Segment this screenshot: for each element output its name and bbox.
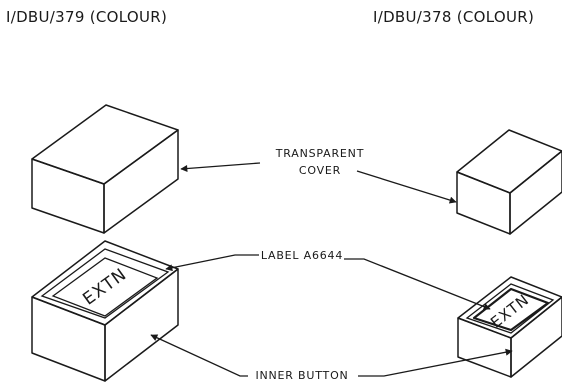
left-part-number: I/DBU/379 (COLOUR) [6, 8, 168, 26]
leader-lines [150, 162, 513, 377]
arrow-to-right-button [358, 348, 513, 377]
inner-button-callout: INNER BUTTON [255, 369, 348, 382]
right-part-number: I/DBU/378 (COLOUR) [373, 8, 535, 26]
right-transparent-cover [456, 129, 562, 235]
right-inner-button [457, 276, 562, 378]
left-inner-button [31, 240, 179, 382]
arrow-to-right-cover [356, 170, 457, 204]
label-a6644-callout: LABEL A6644 [261, 249, 343, 262]
arrow-to-left-label [165, 254, 259, 272]
left-transparent-cover [31, 104, 179, 234]
arrow-to-right-label [344, 258, 491, 310]
arrow-to-left-cover [180, 162, 261, 173]
left-label: EXTN [51, 257, 159, 317]
right-label: EXTN [472, 287, 550, 332]
transparent-cover-label-line2: COVER [299, 164, 341, 177]
transparent-cover-label-line1: TRANSPARENT [275, 147, 364, 160]
arrow-to-left-button [150, 334, 248, 377]
